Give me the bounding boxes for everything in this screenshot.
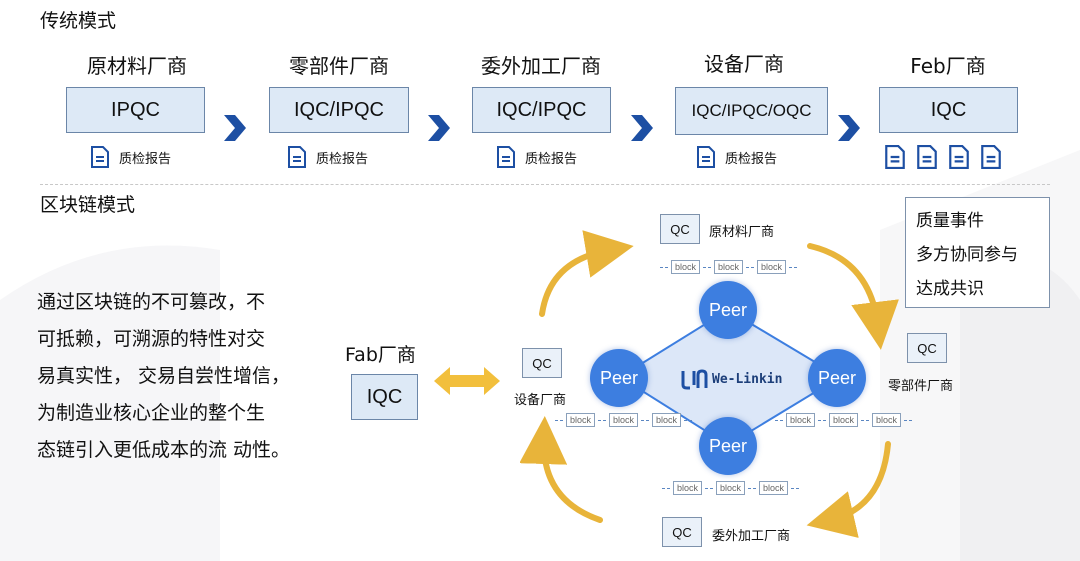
block-chain-bottom: block block block <box>662 481 800 495</box>
chevron-right-icon <box>631 115 653 141</box>
document-icon <box>497 146 515 168</box>
block-chain-right: block block block <box>775 413 913 427</box>
peer-node-top: Peer <box>699 281 757 339</box>
block: block <box>716 481 746 495</box>
qc-box-equipment: QC <box>522 348 562 378</box>
report-label: 质检报告 <box>119 151 172 167</box>
label-equipment: 设备厂商 <box>514 393 567 408</box>
blockchain-mode-title: 区块链模式 <box>40 194 136 216</box>
report-equipment: 质检报告 <box>697 146 777 168</box>
report-label: 质检报告 <box>316 151 369 167</box>
report-icons-feb <box>885 145 1001 169</box>
document-icon <box>91 146 109 168</box>
report-parts: 质检报告 <box>288 146 368 168</box>
blockchain-description: 通过区块链的不可篡改，不 可抵赖，可溯源的特性对交 易真实性， 交易自尝性增信，… <box>37 284 312 469</box>
block: block <box>671 260 701 274</box>
curved-arrow-icon <box>806 441 891 538</box>
column-title-feb: Feb厂商 <box>910 54 986 78</box>
chevron-right-icon <box>838 115 860 141</box>
description-line: 可抵赖，可溯源的特性对交 <box>37 328 266 350</box>
block: block <box>759 481 789 495</box>
label-parts: 零部件厂商 <box>888 379 954 394</box>
brand-name: We-Linkin <box>712 371 783 387</box>
report-raw-material: 质检报告 <box>91 146 171 168</box>
section-divider <box>40 184 1050 185</box>
document-icon <box>917 145 937 169</box>
qc-box-outsource: QC <box>662 517 702 547</box>
qc-box-raw-material: QC <box>660 214 700 244</box>
consensus-legend: 质量事件 多方协同参与 达成共识 <box>905 197 1050 308</box>
column-title-raw-material: 原材料厂商 <box>87 54 187 78</box>
welinkin-logo: We-Linkin <box>680 367 782 391</box>
curved-arrow-icon <box>539 230 634 317</box>
double-arrow-icon <box>434 367 500 395</box>
curved-arrow-icon <box>807 243 899 350</box>
document-icon <box>288 146 306 168</box>
description-line: 态链引入更低成本的流 动性。 <box>37 439 291 461</box>
qc-box-raw-material: IPQC <box>66 87 205 133</box>
document-icon <box>949 145 969 169</box>
peer-node-right: Peer <box>808 349 866 407</box>
description-line: 易真实性， 交易自尝性增信， <box>37 365 291 387</box>
block: block <box>714 260 744 274</box>
chevron-right-icon <box>224 115 246 141</box>
column-title-outsource: 委外加工厂商 <box>481 54 601 78</box>
fab-qc-box: IQC <box>351 374 418 420</box>
report-outsource: 质检报告 <box>497 146 577 168</box>
legend-item: 达成共识 <box>916 279 984 299</box>
description-line: 通过区块链的不可篡改，不 <box>37 291 266 313</box>
qc-box-feb: IQC <box>879 87 1018 133</box>
column-title-equipment: 设备厂商 <box>704 52 784 76</box>
peer-node-left: Peer <box>590 349 648 407</box>
cycle-arrows <box>520 230 899 538</box>
legend-item: 多方协同参与 <box>916 245 1018 265</box>
document-icon <box>981 145 1001 169</box>
block-chain-top: block block block <box>660 260 798 274</box>
fab-title: Fab厂商 <box>345 344 416 366</box>
qc-box-parts: QC <box>907 333 947 363</box>
qc-box-equipment: IQC/IPQC/OQC <box>675 87 828 135</box>
block: block <box>652 413 682 427</box>
qc-box-parts: IQC/IPQC <box>269 87 409 133</box>
column-title-parts: 零部件厂商 <box>289 54 389 78</box>
block: block <box>786 413 816 427</box>
document-icon <box>885 145 905 169</box>
block: block <box>829 413 859 427</box>
chevron-right-icon <box>428 115 450 141</box>
curved-arrow-icon <box>520 416 603 523</box>
document-icon <box>697 146 715 168</box>
block: block <box>757 260 787 274</box>
peer-node-bottom: Peer <box>699 417 757 475</box>
label-outsource: 委外加工厂商 <box>712 529 791 544</box>
welinkin-logo-icon <box>681 369 708 390</box>
traditional-mode-title: 传统模式 <box>40 10 117 32</box>
description-line: 为制造业核心企业的整个生 <box>37 402 266 424</box>
label-raw-material: 原材料厂商 <box>709 225 775 240</box>
qc-box-outsource: IQC/IPQC <box>472 87 611 133</box>
block: block <box>673 481 703 495</box>
report-label: 质检报告 <box>525 151 578 167</box>
report-label: 质检报告 <box>725 151 778 167</box>
block: block <box>872 413 902 427</box>
legend-item: 质量事件 <box>916 211 984 231</box>
block: block <box>609 413 639 427</box>
